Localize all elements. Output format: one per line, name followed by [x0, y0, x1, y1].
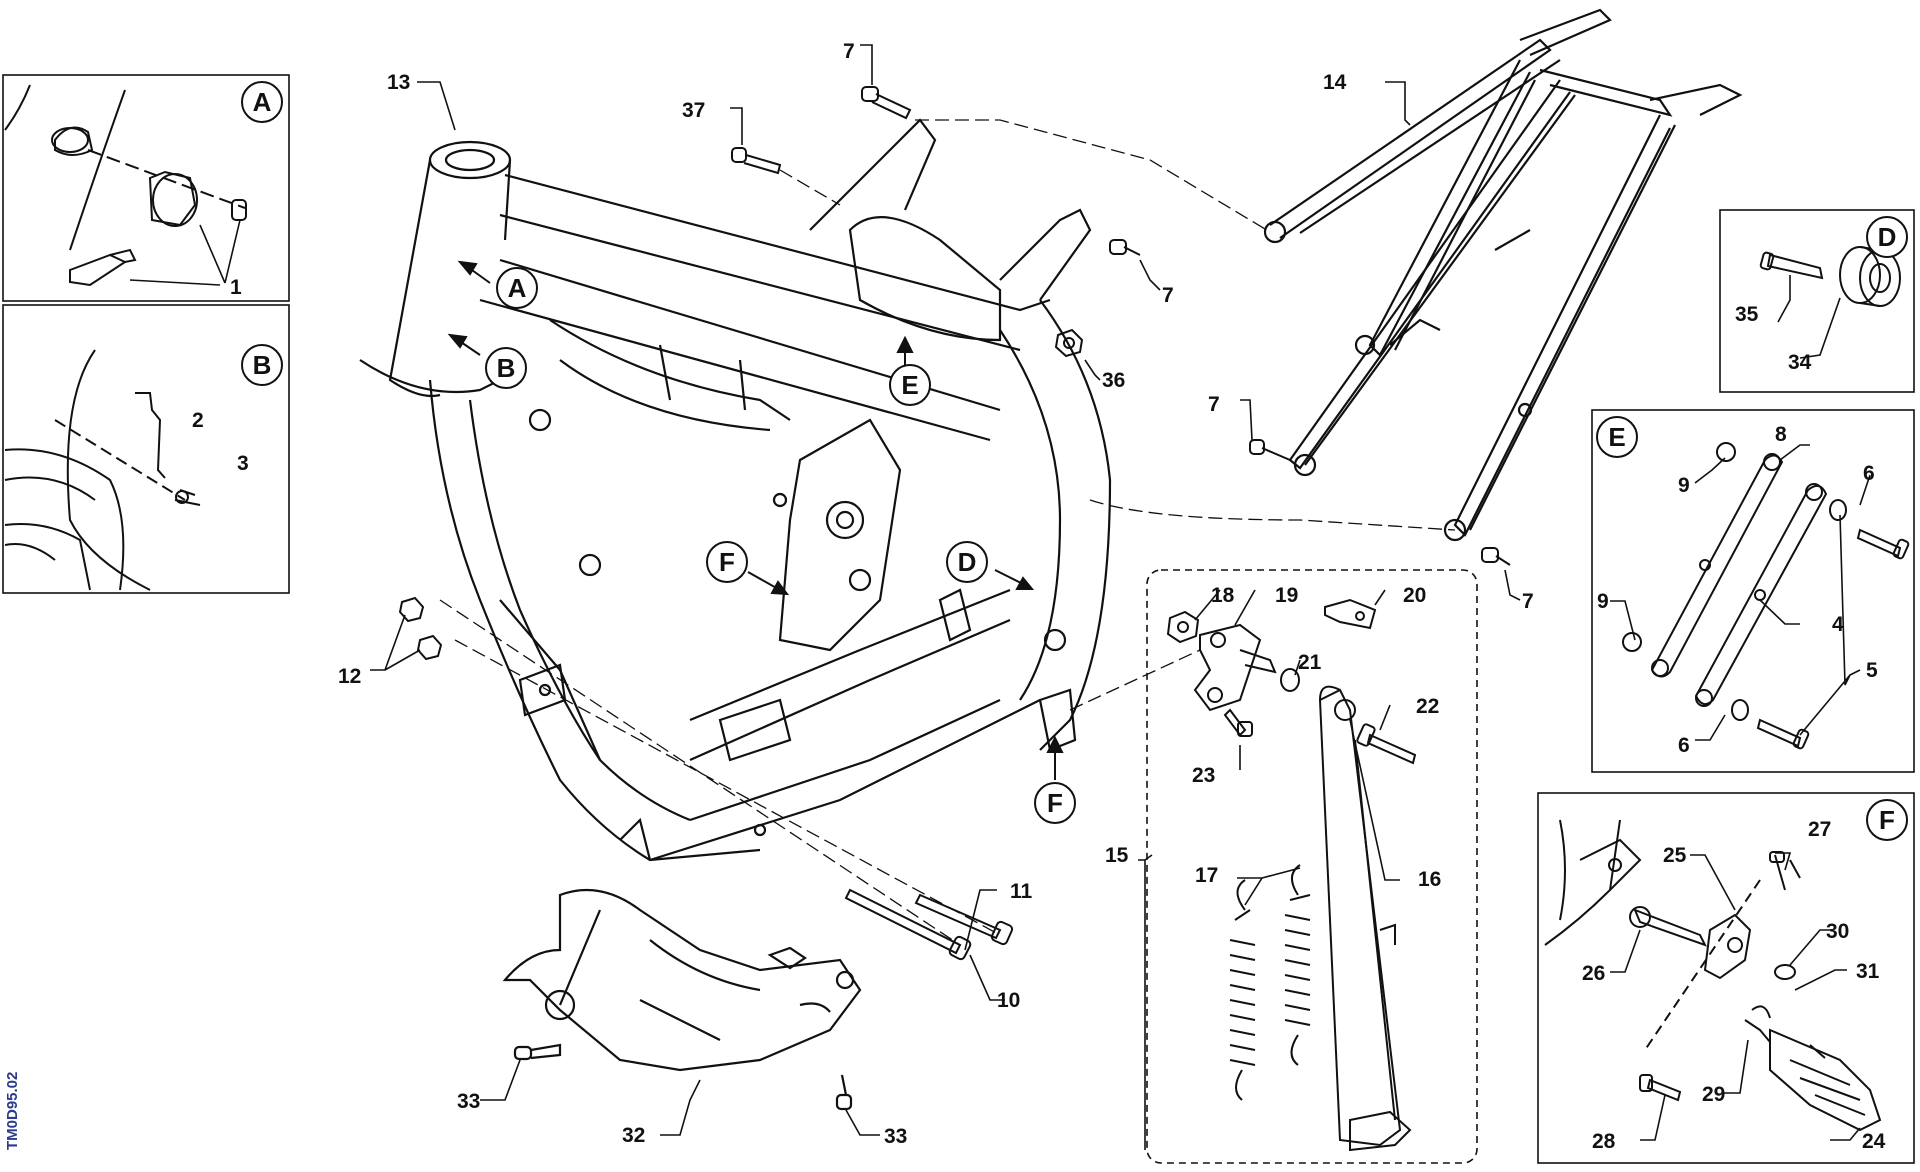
fasteners-drawing — [398, 86, 1511, 961]
part-number-3: 3 — [237, 452, 249, 475]
part-number-37: 37 — [682, 99, 705, 122]
document-code: TM0D95.02 — [4, 1050, 24, 1160]
document-code-text: TM0D95.02 — [4, 1071, 21, 1150]
part-number-27: 27 — [1808, 818, 1831, 841]
part-number-16: 16 — [1418, 868, 1441, 891]
part-number-32: 32 — [622, 1124, 645, 1147]
part-number-15: 15 — [1105, 844, 1129, 867]
part-number-31: 31 — [1856, 960, 1880, 983]
callout-b: B — [497, 353, 516, 383]
callout-f-left: F — [719, 547, 735, 577]
part-number-22: 22 — [1416, 695, 1439, 718]
part-number-10: 10 — [997, 989, 1020, 1012]
inset-a-label: A — [253, 87, 272, 117]
callout-arrows — [447, 260, 1064, 780]
part-number-30: 30 — [1826, 920, 1849, 943]
inset-d-label: D — [1878, 222, 1897, 252]
part-number-26: 26 — [1582, 962, 1605, 985]
part-number-19: 19 — [1275, 584, 1298, 607]
part-number-25: 25 — [1663, 844, 1687, 867]
inset-box-e — [1591, 409, 1915, 773]
inset-box-f — [1537, 792, 1915, 1164]
callout-d: D — [958, 547, 977, 577]
part-number-labels: 1 2 3 4 5 6 6 7 7 7 7 8 9 9 10 11 12 13 … — [192, 40, 1886, 1153]
inset-f-label: F — [1879, 805, 1895, 835]
callout-e: E — [901, 370, 918, 400]
part-number-29: 29 — [1702, 1083, 1725, 1106]
inset-label-circles: A B D E F — [241, 81, 1908, 841]
part-number-7-top: 7 — [843, 40, 855, 63]
part-number-20: 20 — [1403, 584, 1426, 607]
callout-a: A — [508, 273, 527, 303]
inset-f-drawing — [1544, 819, 1882, 1132]
part-number-34: 34 — [1788, 351, 1812, 374]
part-number-4: 4 — [1832, 613, 1844, 636]
part-number-7-lower: 7 — [1522, 590, 1534, 613]
part-number-23: 23 — [1192, 764, 1215, 787]
inset-e-drawing — [1622, 442, 1910, 750]
part-number-18: 18 — [1211, 584, 1235, 607]
part-number-17: 17 — [1195, 864, 1218, 887]
callout-f-bottom: F — [1047, 788, 1063, 818]
part-number-7-subframe: 7 — [1208, 393, 1220, 416]
part-number-11: 11 — [1010, 880, 1033, 903]
part-number-33-left: 33 — [457, 1090, 480, 1113]
main-frame-drawing — [359, 118, 1112, 862]
callout-label-circles: A B D E F F — [485, 267, 1076, 824]
rear-subframe-drawing — [1263, 8, 1743, 542]
part-number-9-bottom: 9 — [1597, 590, 1609, 613]
part-number-7-frame: 7 — [1162, 284, 1174, 307]
inset-a-drawing — [4, 84, 247, 287]
part-number-6-top: 6 — [1863, 462, 1875, 485]
part-number-2: 2 — [192, 409, 204, 432]
leader-lines — [370, 44, 1871, 1150]
part-number-24: 24 — [1862, 1130, 1886, 1153]
part-number-5: 5 — [1866, 659, 1878, 682]
part-number-8: 8 — [1775, 423, 1787, 446]
part-number-13: 13 — [387, 71, 410, 94]
inset-b-drawing — [4, 349, 201, 591]
sidestand-drawing — [1166, 598, 1417, 1152]
inset-box-d — [1719, 209, 1915, 393]
part-number-28: 28 — [1592, 1130, 1616, 1153]
part-number-36: 36 — [1102, 369, 1125, 392]
part-number-33-right: 33 — [884, 1125, 907, 1148]
part-number-12: 12 — [338, 665, 361, 688]
skid-plate-drawing — [502, 888, 862, 1111]
inset-box-b — [2, 304, 290, 594]
part-number-21: 21 — [1298, 651, 1322, 674]
part-number-35: 35 — [1735, 303, 1759, 326]
part-number-6-bottom: 6 — [1678, 734, 1690, 757]
inset-box-a — [2, 74, 290, 302]
inset-e-label: E — [1608, 422, 1625, 452]
group-15-dashed-box — [1146, 569, 1478, 1164]
part-number-9-top: 9 — [1678, 474, 1690, 497]
inset-b-label: B — [253, 350, 272, 380]
part-number-14: 14 — [1323, 71, 1347, 94]
part-number-1: 1 — [230, 276, 242, 299]
